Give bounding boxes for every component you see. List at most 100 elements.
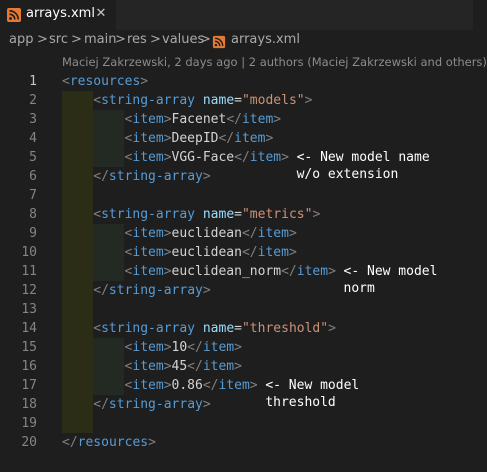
code-token: string-array bbox=[108, 169, 203, 184]
code-line[interactable]: 17<item>0.86</item> bbox=[0, 376, 473, 395]
breadcrumb-item-main[interactable]: main bbox=[84, 32, 117, 47]
code-text: <string-array name="metrics"> bbox=[93, 205, 320, 224]
code-text: <item>euclidean</item> bbox=[125, 243, 297, 262]
code-token: string-array bbox=[108, 283, 203, 298]
code-line[interactable]: 2<string-array name="models"> bbox=[0, 91, 473, 110]
line-number: 16 bbox=[21, 359, 37, 374]
chevron-right-icon: > bbox=[150, 32, 161, 47]
code-line[interactable]: 13 bbox=[0, 300, 473, 319]
code-token: > bbox=[140, 74, 149, 89]
indent-guide bbox=[62, 395, 93, 414]
code-token: euclidean bbox=[171, 226, 242, 241]
code-token: string-array bbox=[101, 321, 203, 336]
chevron-right-icon: > bbox=[200, 32, 211, 47]
code-line[interactable]: 5<item>VGG-Face</item> bbox=[0, 148, 473, 167]
line-number: 7 bbox=[29, 188, 37, 203]
code-token: < bbox=[124, 226, 133, 241]
breadcrumb-item-values[interactable]: values bbox=[162, 32, 205, 47]
code-token: = bbox=[234, 321, 242, 336]
line-number: 8 bbox=[29, 207, 37, 222]
annotation-note: <- New model norm bbox=[343, 264, 438, 296]
code-line[interactable]: 10 <item>euclidean</item> bbox=[0, 243, 473, 262]
code-token: > bbox=[288, 226, 297, 241]
line-number: 6 bbox=[29, 169, 37, 184]
code-token: </ bbox=[62, 435, 78, 450]
code-token: </ bbox=[234, 150, 250, 165]
line-number: 17 bbox=[21, 378, 37, 393]
code-token: item bbox=[132, 378, 164, 393]
annotation-note: <- New model name w/o extension bbox=[296, 150, 430, 182]
code-line[interactable]: 11<item>euclidean_norm</item> bbox=[0, 262, 473, 281]
indent-guide bbox=[62, 338, 93, 357]
code-token: item bbox=[257, 226, 289, 241]
code-text: <item>10</item> bbox=[125, 338, 242, 357]
code-line[interactable]: 15<item>10</item> bbox=[0, 338, 473, 357]
tab-title: arrays.xml bbox=[26, 6, 95, 21]
line-number: 13 bbox=[21, 302, 37, 317]
code-token: > bbox=[234, 340, 242, 355]
code-line[interactable]: 8 <string-array name="metrics"> bbox=[0, 205, 473, 224]
indent-guide bbox=[62, 300, 93, 319]
code-token: item bbox=[132, 340, 164, 355]
code-token: item bbox=[132, 264, 164, 279]
code-line[interactable]: 1<resources> bbox=[0, 72, 473, 91]
code-token: > bbox=[288, 245, 297, 260]
code-token: </ bbox=[93, 397, 109, 412]
code-token: 10 bbox=[171, 340, 188, 355]
code-line[interactable]: 9<item>euclidean</item> bbox=[0, 224, 473, 243]
code-token: </ bbox=[281, 264, 297, 279]
code-text: <item>45</item> bbox=[125, 357, 242, 376]
git-blame-annotation[interactable]: Maciej Zakrzewski, 2 days ago | 2 author… bbox=[62, 55, 487, 69]
indent-guide bbox=[93, 338, 124, 357]
code-line[interactable]: 7 bbox=[0, 186, 473, 205]
code-token: name bbox=[202, 207, 235, 222]
code-token: name bbox=[202, 321, 235, 336]
code-line[interactable]: 12</string-array> bbox=[0, 281, 473, 300]
breadcrumb-item-src[interactable]: src bbox=[49, 32, 68, 47]
code-token: 45 bbox=[171, 359, 188, 374]
code-token: </ bbox=[218, 131, 235, 146]
tab-arrays-xml[interactable]: arrays.xml ✕ bbox=[0, 0, 117, 30]
code-token: "metrics" bbox=[241, 207, 313, 222]
indent-guide bbox=[93, 243, 124, 262]
code-line[interactable]: 20</resources> bbox=[0, 433, 473, 452]
code-token: VGG-Face bbox=[171, 150, 235, 165]
code-token: < bbox=[124, 245, 133, 260]
indent-guide bbox=[93, 262, 124, 281]
code-token: </ bbox=[241, 245, 258, 260]
code-text: </string-array> bbox=[93, 167, 210, 186]
indent-guide bbox=[62, 243, 93, 262]
code-line[interactable]: 16 <item>45</item> bbox=[0, 357, 473, 376]
code-line[interactable]: 6 </string-array> bbox=[0, 167, 473, 186]
line-number: 20 bbox=[21, 435, 37, 450]
code-line[interactable]: 19 bbox=[0, 414, 473, 433]
line-number: 10 bbox=[21, 245, 37, 260]
line-number: 5 bbox=[29, 150, 37, 165]
code-token: item bbox=[132, 112, 164, 127]
code-line[interactable]: 3<item>Facenet</item> bbox=[0, 110, 473, 129]
code-line[interactable]: 4<item>DeepID</item> bbox=[0, 129, 473, 148]
indent-guide bbox=[62, 357, 93, 376]
code-line[interactable]: 14<string-array name="threshold"> bbox=[0, 319, 473, 338]
code-token: > bbox=[163, 245, 172, 260]
close-icon[interactable]: ✕ bbox=[95, 6, 107, 21]
code-token: > bbox=[273, 112, 282, 127]
code-token: item bbox=[296, 264, 329, 279]
code-token: > bbox=[148, 435, 156, 450]
code-token: item bbox=[132, 150, 164, 165]
breadcrumb-item-app[interactable]: app bbox=[9, 32, 34, 47]
indent-guide bbox=[93, 357, 124, 376]
indent-guide bbox=[93, 376, 124, 395]
code-token: > bbox=[163, 359, 172, 374]
code-token: </ bbox=[226, 112, 242, 127]
code-token: < bbox=[124, 112, 133, 127]
code-token: > bbox=[202, 283, 211, 298]
code-line[interactable]: 18</string-array> bbox=[0, 395, 473, 414]
breadcrumb-item-arrays-xml[interactable]: arrays.xml bbox=[231, 32, 300, 47]
code-token: item bbox=[132, 359, 164, 374]
code-token: item bbox=[202, 359, 235, 374]
code-token: > bbox=[234, 359, 242, 374]
line-number: 2 bbox=[29, 93, 37, 108]
indent-guide bbox=[62, 262, 93, 281]
breadcrumb-item-res[interactable]: res bbox=[127, 32, 147, 47]
